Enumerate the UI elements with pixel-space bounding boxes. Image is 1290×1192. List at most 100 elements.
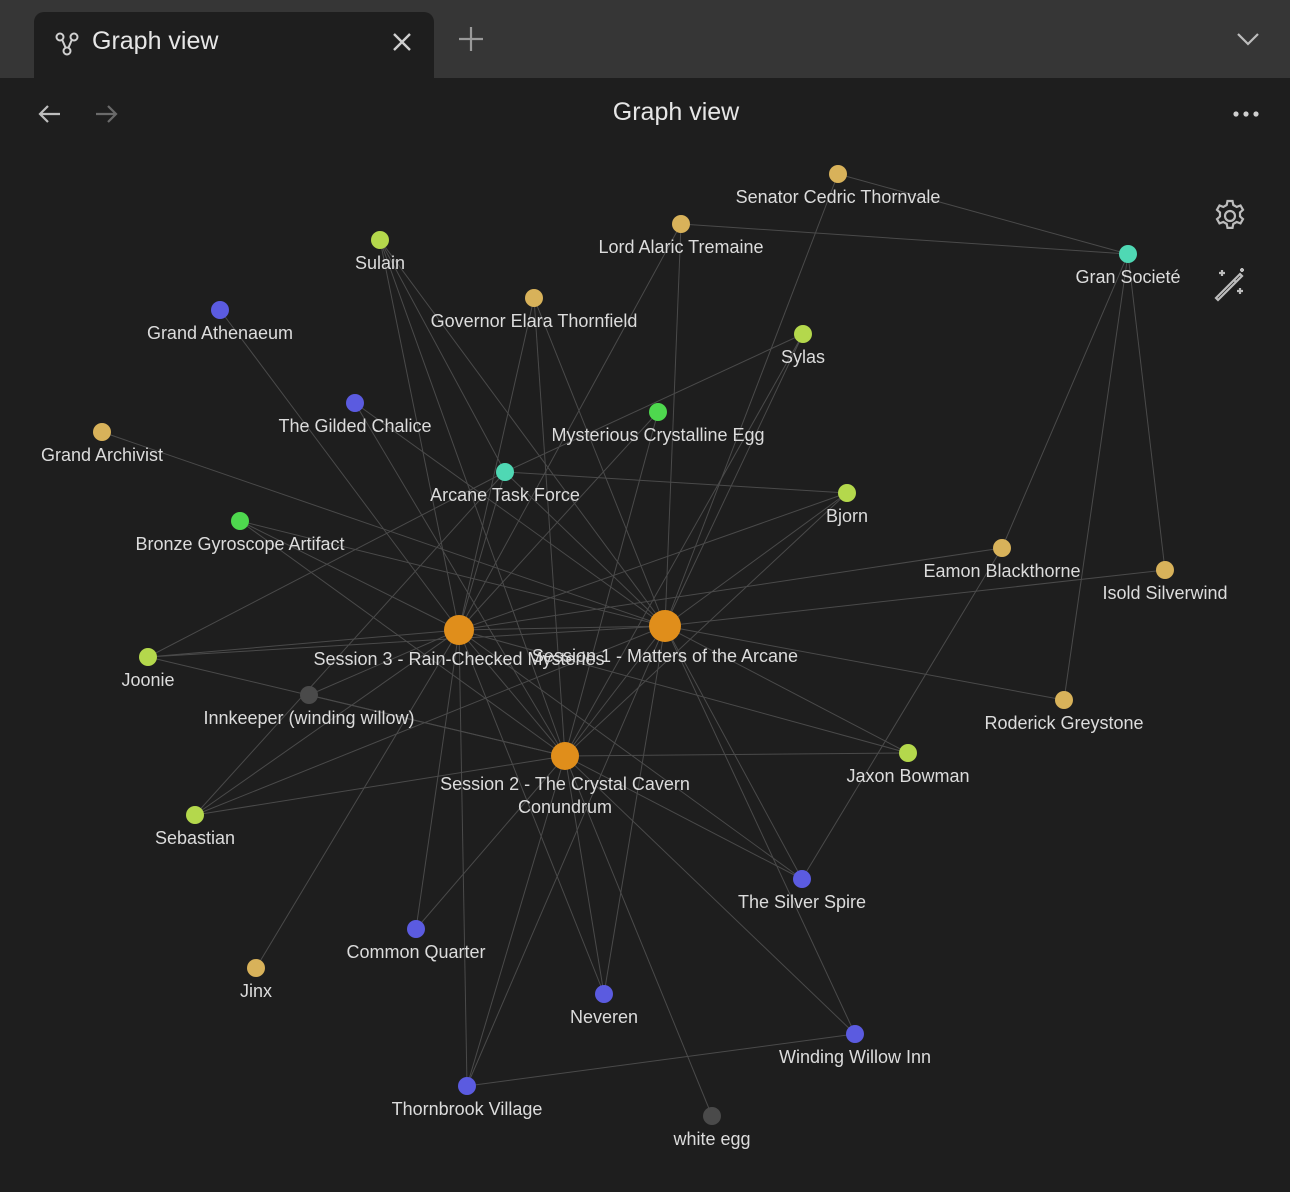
node-label: Gran Societé bbox=[1075, 267, 1180, 287]
graph-edge bbox=[564, 755, 713, 1117]
node-dot[interactable] bbox=[211, 301, 229, 319]
chevron-down-icon[interactable] bbox=[1234, 28, 1262, 50]
node-dot[interactable] bbox=[346, 394, 364, 412]
node-label: Isold Silverwind bbox=[1102, 583, 1227, 603]
graph-node-gran[interactable]: Gran Societé bbox=[1075, 245, 1181, 287]
graph-node-egg[interactable]: Mysterious Crystalline Egg bbox=[551, 403, 765, 445]
graph-node-neveren[interactable]: Neveren bbox=[570, 985, 638, 1027]
graph-node-innkeeper[interactable]: Innkeeper (winding willow) bbox=[203, 686, 415, 728]
node-dot[interactable] bbox=[139, 648, 157, 666]
graph-edge bbox=[664, 333, 804, 627]
graph-node-jinx[interactable]: Jinx bbox=[240, 959, 272, 1001]
graph-node-archivist[interactable]: Grand Archivist bbox=[41, 423, 163, 465]
graph-edge bbox=[504, 471, 848, 494]
tab-title: Graph view bbox=[92, 27, 219, 55]
arrow-left-icon[interactable] bbox=[36, 100, 64, 128]
graph-node-jaxon[interactable]: Jaxon Bowman bbox=[846, 744, 970, 786]
node-dot[interactable] bbox=[993, 539, 1011, 557]
node-label: Senator Cedric Thornvale bbox=[736, 187, 941, 207]
node-dot[interactable] bbox=[551, 742, 579, 770]
graph-nodes: Session 1 - Matters of the ArcaneSession… bbox=[41, 165, 1228, 1149]
node-dot[interactable] bbox=[1119, 245, 1137, 263]
plus-icon[interactable] bbox=[456, 24, 486, 54]
gear-icon[interactable] bbox=[1212, 198, 1248, 234]
graph-node-s3[interactable]: Session 3 - Rain-Checked Mysteries bbox=[313, 615, 605, 669]
node-label: The Gilded Chalice bbox=[278, 416, 431, 436]
node-label: Jinx bbox=[240, 981, 272, 1001]
graph-node-sulain[interactable]: Sulain bbox=[355, 231, 405, 273]
node-label: Mysterious Crystalline Egg bbox=[551, 425, 764, 445]
node-dot[interactable] bbox=[458, 1077, 476, 1095]
graph-edge bbox=[837, 173, 1129, 255]
graph-node-whiteegg[interactable]: white egg bbox=[672, 1107, 751, 1149]
node-label: white egg bbox=[672, 1129, 750, 1149]
close-icon[interactable] bbox=[388, 28, 416, 56]
graph-icon bbox=[55, 32, 79, 56]
graph-node-thornbrook[interactable]: Thornbrook Village bbox=[392, 1077, 543, 1119]
graph-node-joonie[interactable]: Joonie bbox=[121, 648, 175, 690]
graph-node-spire[interactable]: The Silver Spire bbox=[738, 870, 866, 912]
graph-edge bbox=[564, 755, 605, 995]
node-dot[interactable] bbox=[793, 870, 811, 888]
node-dot[interactable] bbox=[1055, 691, 1073, 709]
graph-edge bbox=[564, 333, 804, 757]
node-dot[interactable] bbox=[231, 512, 249, 530]
node-dot[interactable] bbox=[371, 231, 389, 249]
graph-node-common[interactable]: Common Quarter bbox=[346, 920, 486, 962]
graph-node-willow[interactable]: Winding Willow Inn bbox=[779, 1025, 931, 1067]
tab-graph-view[interactable]: Graph view bbox=[34, 12, 434, 78]
graph-node-eamon[interactable]: Eamon Blackthorne bbox=[923, 539, 1081, 581]
tab-bar: Graph view bbox=[0, 0, 1290, 78]
node-dot[interactable] bbox=[496, 463, 514, 481]
graph-edge bbox=[147, 629, 460, 658]
graph-node-athenaeum[interactable]: Grand Athenaeum bbox=[147, 301, 293, 343]
node-dot[interactable] bbox=[794, 325, 812, 343]
node-dot[interactable] bbox=[93, 423, 111, 441]
graph-edge bbox=[239, 520, 566, 757]
graph-node-elara[interactable]: Governor Elara Thornfield bbox=[431, 289, 638, 331]
more-horizontal-icon[interactable] bbox=[1230, 104, 1262, 124]
node-dot[interactable] bbox=[672, 215, 690, 233]
node-dot[interactable] bbox=[649, 610, 681, 642]
view-title: Graph view bbox=[612, 98, 740, 126]
graph-canvas[interactable]: Session 1 - Matters of the ArcaneSession… bbox=[0, 140, 1290, 1192]
node-dot[interactable] bbox=[1156, 561, 1174, 579]
graph-node-bjorn[interactable]: Bjorn bbox=[826, 484, 868, 526]
graph-edge bbox=[458, 411, 659, 631]
node-dot[interactable] bbox=[649, 403, 667, 421]
graph-edge bbox=[354, 402, 666, 627]
node-dot[interactable] bbox=[444, 615, 474, 645]
node-dot[interactable] bbox=[407, 920, 425, 938]
node-dot[interactable] bbox=[300, 686, 318, 704]
arrow-right-icon[interactable] bbox=[92, 100, 120, 128]
graph-edge bbox=[466, 755, 566, 1087]
magic-wand-icon[interactable] bbox=[1212, 266, 1248, 302]
graph-node-sylas[interactable]: Sylas bbox=[781, 325, 825, 367]
graph-edge bbox=[1063, 253, 1129, 701]
node-dot[interactable] bbox=[595, 985, 613, 1003]
graph-node-roderick[interactable]: Roderick Greystone bbox=[984, 691, 1144, 733]
node-dot[interactable] bbox=[829, 165, 847, 183]
graph-edge bbox=[664, 625, 803, 880]
graph-node-isold[interactable]: Isold Silverwind bbox=[1102, 561, 1228, 603]
graph-edge bbox=[533, 297, 566, 757]
graph-node-atf[interactable]: Arcane Task Force bbox=[430, 463, 580, 505]
node-dot[interactable] bbox=[703, 1107, 721, 1125]
node-dot[interactable] bbox=[899, 744, 917, 762]
node-dot[interactable] bbox=[186, 806, 204, 824]
graph-node-gyro[interactable]: Bronze Gyroscope Artifact bbox=[135, 512, 345, 554]
graph-node-chalice[interactable]: The Gilded Chalice bbox=[278, 394, 432, 436]
node-label: Eamon Blackthorne bbox=[923, 561, 1080, 581]
graph-node-s1[interactable]: Session 1 - Matters of the Arcane bbox=[532, 610, 798, 666]
graph-node-senator[interactable]: Senator Cedric Thornvale bbox=[736, 165, 941, 207]
graph-node-alaric[interactable]: Lord Alaric Tremaine bbox=[598, 215, 764, 257]
node-dot[interactable] bbox=[525, 289, 543, 307]
node-dot[interactable] bbox=[846, 1025, 864, 1043]
node-dot[interactable] bbox=[247, 959, 265, 977]
graph-edge bbox=[664, 625, 856, 1035]
node-label: The Silver Spire bbox=[738, 892, 866, 912]
graph-edge bbox=[564, 411, 659, 757]
node-dot[interactable] bbox=[838, 484, 856, 502]
graph-node-sebastian[interactable]: Sebastian bbox=[155, 806, 235, 848]
